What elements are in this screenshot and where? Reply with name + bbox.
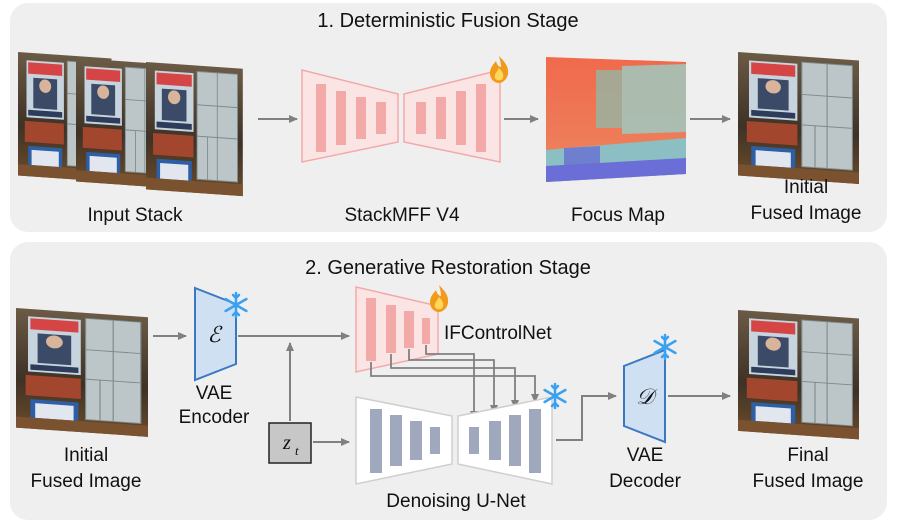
vae-decoder-label-line2: Decoder — [609, 471, 681, 492]
stackmff-encoder-block — [376, 102, 386, 134]
fire-icon — [490, 56, 509, 83]
stackmff-network — [301, 69, 501, 163]
control-connections — [370, 345, 539, 420]
stackmff-decoder-block — [436, 97, 446, 139]
stackmff-label: StackMFF V4 — [344, 205, 460, 226]
stackmff-decoder-block — [456, 91, 466, 145]
vae-decoder-block — [623, 348, 666, 444]
ifcontrolnet-label: IFControlNet — [444, 323, 552, 344]
initial-fused-label-line2: Fused Image — [751, 203, 862, 224]
stage2-input-label-line1: Initial — [64, 445, 108, 466]
snowflake-icon — [653, 333, 677, 361]
controlnet-block — [422, 318, 430, 344]
unet-encoder-block — [410, 421, 422, 460]
snowflake-icon — [543, 382, 567, 410]
final-fused-label-line1: Final — [787, 445, 828, 466]
unet-decoder — [457, 396, 553, 485]
unet-label: Denoising U-Net — [386, 491, 526, 512]
final-fused-label-line2: Fused Image — [753, 471, 864, 492]
input-stack-label: Input Stack — [87, 205, 183, 226]
denoising-unet — [355, 396, 553, 485]
vae-encoder-symbol: ℰ — [207, 322, 223, 347]
focus-map-label: Focus Map — [571, 205, 665, 226]
latent-zt-box — [268, 422, 312, 464]
stackmff-decoder-block — [476, 84, 486, 152]
latent-symbol: z — [282, 432, 291, 454]
unet-encoder-block — [390, 415, 402, 466]
stackmff-encoder-block — [316, 84, 326, 152]
vae-encoder-label-line2: Encoder — [179, 407, 250, 428]
initial-fused-label-line1: Initial — [784, 177, 828, 198]
unet-decoder-block — [529, 409, 541, 473]
input-stack-images — [17, 51, 244, 197]
stackmff-decoder-block — [416, 102, 426, 134]
unet-encoder-block — [370, 409, 382, 473]
ifcontrolnet — [355, 286, 439, 373]
stage2-input-label-line2: Fused Image — [31, 471, 142, 492]
stage1-title: 1. Deterministic Fusion Stage — [317, 10, 578, 32]
vae-decoder-label-line1: VAE — [627, 445, 664, 466]
stackmff-encoder-block — [336, 91, 346, 145]
stage2-title: 2. Generative Restoration Stage — [305, 257, 591, 279]
stackmff-encoder-block — [356, 97, 366, 139]
unet-decoder-block — [509, 415, 521, 466]
unet-decoder-block — [469, 427, 479, 454]
unet-decoder-block — [489, 421, 501, 460]
controlnet-block — [366, 298, 376, 361]
vae-decoder-symbol: 𝒟 — [636, 384, 658, 409]
latent-subscript: t — [295, 443, 299, 458]
controlnet-block — [404, 311, 414, 348]
snowflake-icon — [224, 291, 248, 319]
unet-encoder-block — [430, 427, 440, 454]
fire-icon — [430, 285, 449, 312]
initial-fused-image-stage1 — [737, 51, 860, 185]
focus-map-image — [546, 57, 686, 182]
vae-encoder-label-line1: VAE — [196, 383, 233, 404]
final-fused-image — [737, 309, 860, 440]
controlnet-block — [386, 305, 396, 353]
initial-fused-image-stage2 — [15, 307, 149, 438]
